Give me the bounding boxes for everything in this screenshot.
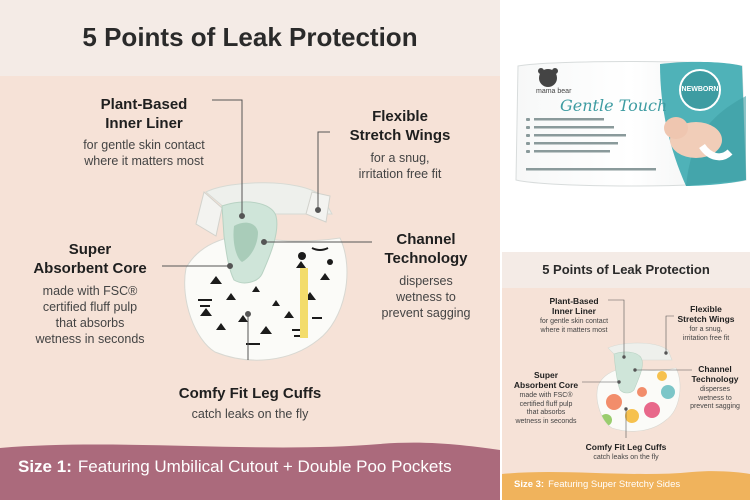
thumb-callout-desc-line: disperses (700, 386, 730, 393)
callout-inner-liner-desc: for gentle skin contact where it matters… (54, 137, 234, 169)
callout-stretch-wings-desc: for a snug, irritation free fit (330, 150, 470, 182)
title-band (0, 0, 500, 76)
thumb-callout-channel-tech-title: Channel Technology (682, 364, 748, 384)
callout-title-line: Super (68, 241, 112, 258)
callout-title-line: Plant-Based (100, 96, 188, 113)
thumb-callout-desc-line: made with FSC® (519, 392, 573, 399)
thumb-floral-pattern (600, 371, 675, 426)
thumb-size-banner-text: Size 3:Featuring Super Stretchy Sides (514, 479, 680, 490)
callout-inner-liner-title: Plant-Based Inner Liner (64, 95, 224, 133)
size-banner (0, 442, 500, 500)
main-infographic-panel[interactable]: 5 Points of Leak Protection (0, 0, 500, 500)
thumb-callout-desc-line: irritation free fit (682, 334, 730, 342)
thumb-callout-desc-line: wetness to (698, 394, 732, 402)
thumb-leader-lines (582, 299, 692, 438)
thumb-callout-desc-line: wetness in seconds (515, 417, 577, 425)
callout-title-line: Stretch Wings (349, 127, 451, 144)
callout-channel-tech-desc: disperses wetness to prevent sagging (362, 273, 490, 321)
thumb-size-banner (502, 471, 750, 500)
callout-desc-line: for gentle skin contact (83, 138, 205, 152)
size3-infographic-thumbnail[interactable]: 5 Points of Leak Protection (502, 252, 750, 500)
thumb-callout-stretch-wings-title: Flexible Stretch Wings (666, 304, 746, 324)
callout-desc-line: certified fluff pulp (42, 300, 138, 314)
callout-desc-line: made with FSC® (42, 284, 138, 298)
thumb-callout-desc-line: for a snug, (689, 326, 723, 333)
thumb-callout-desc-line: for gentle skin contact (539, 318, 609, 325)
diaper-wing-left (195, 191, 223, 237)
thumb-callout-title-line: Flexible (690, 304, 722, 314)
thumb-callout-title-line: Inner Liner (552, 306, 596, 316)
callout-title-line: Flexible (372, 108, 428, 125)
thumb-title: 5 Points of Leak Protection (542, 262, 710, 277)
thumb-callout-inner-liner-desc: for gentle skin contact where it matters… (524, 318, 624, 335)
diaper-pattern (198, 247, 333, 345)
thumb-callout-absorbent-core-title: Super Absorbent Core (508, 370, 584, 390)
diaper-package (515, 61, 747, 187)
thumb-callout-leg-cuffs-title: Comfy Fit Leg Cuffs (585, 442, 667, 452)
callout-channel-tech-title: Channel Technology (362, 230, 490, 268)
callout-desc-line: for a snug, (370, 151, 430, 165)
callout-desc-line: wetness in seconds (35, 332, 145, 346)
thumb-callout-absorbent-core-desc: made with FSC® certified fluff pulp that… (506, 392, 586, 426)
thumb-callout-title-line: Plant-Based (549, 296, 599, 306)
callout-absorbent-core-title: Super Absorbent Core (20, 240, 160, 278)
thumb-title-band (502, 252, 750, 288)
callout-title-line: Channel (396, 231, 456, 248)
thumb-callout-desc-line: prevent sagging (690, 403, 740, 410)
thumb-callout-title-line: Absorbent Core (513, 380, 579, 390)
thumb-size-feature: Featuring Super Stretchy Sides (548, 479, 681, 490)
callout-title-line: Absorbent Core (33, 260, 147, 277)
newborn-badge: NEWBORN (681, 86, 719, 93)
size-banner-text: Size 1: Featuring Umbilical Cutout + Doub… (18, 457, 452, 477)
callout-desc-line: wetness to (396, 290, 456, 304)
callout-desc-line: prevent sagging (381, 306, 471, 320)
package-product-name: Gentle Touch (560, 96, 668, 115)
callout-leg-cuffs-title: Comfy Fit Leg Cuffs (178, 385, 322, 402)
package-photo-panel[interactable]: mama bear Gentle Touch NEWBORN (510, 0, 750, 238)
thumb-callout-desc-line: certified fluff pulp (519, 400, 573, 408)
thumb-size-label: Size 3: (514, 479, 545, 490)
diaper-channel (233, 222, 258, 262)
bear-logo (539, 69, 557, 87)
callout-leg-cuffs-desc: catch leaks on the fly (191, 407, 309, 421)
thumb-callout-stretch-wings-desc: for a snug, irritation free fit (666, 326, 746, 343)
thumb-callout-title-line: Super (533, 370, 559, 380)
callout-desc-line: where it matters most (84, 154, 204, 168)
diaper-illustration (162, 99, 372, 361)
thumb-callout-title-line: Technology (691, 374, 739, 384)
callout-stretch-wings-title: Flexible Stretch Wings (330, 107, 470, 145)
thumb-callout-desc-line: where it matters most (540, 326, 608, 334)
callout-title-line: Inner Liner (105, 115, 183, 132)
thumb-callout-title-line: Stretch Wings (677, 314, 735, 324)
thumb-diaper-illustration (582, 299, 692, 438)
thumb-callout-inner-liner-title: Plant-Based Inner Liner (534, 296, 614, 316)
size-feature: Featuring Umbilical Cutout + Double Poo … (77, 457, 452, 476)
callout-absorbent-core-desc: made with FSC® certified fluff pulp that… (20, 283, 160, 347)
size-label: Size 1: (18, 457, 72, 476)
callout-desc-line: disperses (399, 274, 453, 288)
callout-title-line: Technology (384, 250, 468, 267)
infographic-title: 5 Points of Leak Protection (82, 22, 418, 52)
thumb-callout-channel-tech-desc: disperses wetness to prevent sagging (682, 386, 748, 412)
callout-leader-lines (162, 99, 372, 360)
callout-desc-line: irritation free fit (358, 167, 442, 181)
callout-desc-line: that absorbs (55, 316, 125, 330)
thumb-callout-title-line: Channel (698, 364, 732, 374)
package-brand: mama bear (536, 88, 572, 95)
thumb-callout-leg-cuffs-desc: catch leaks on the fly (593, 454, 659, 461)
thumb-callout-desc-line: that absorbs (526, 409, 566, 416)
